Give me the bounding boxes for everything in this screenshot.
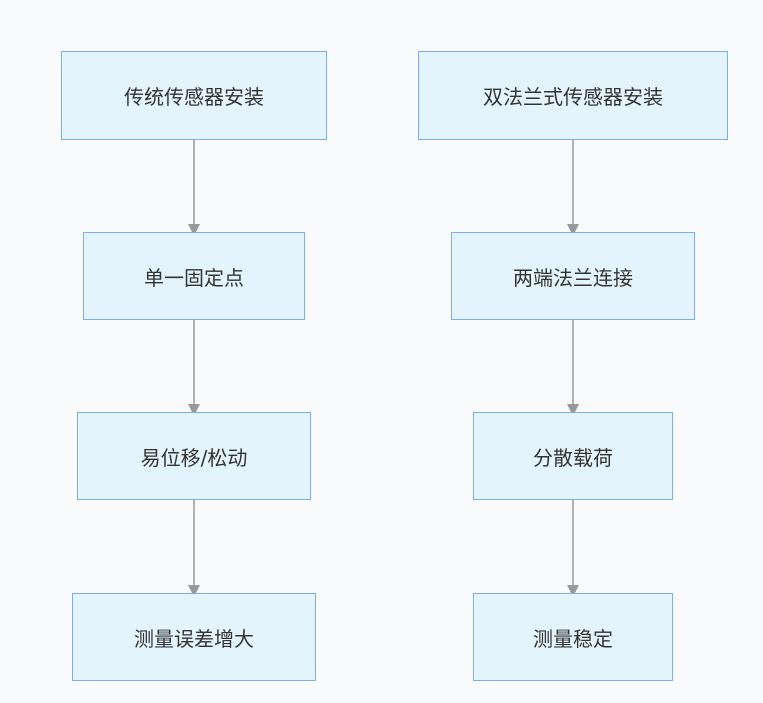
node-increased-measurement-error: 测量误差增大 — [72, 593, 316, 681]
node-flange-connection-both-ends: 两端法兰连接 — [451, 232, 695, 320]
node-distributed-load: 分散载荷 — [473, 412, 673, 500]
node-stable-measurement: 测量稳定 — [473, 593, 673, 681]
node-traditional-installation: 传统传感器安装 — [61, 51, 327, 140]
node-single-fixed-point: 单一固定点 — [83, 232, 305, 320]
node-double-flange-installation: 双法兰式传感器安装 — [418, 51, 728, 140]
node-prone-to-displacement: 易位移/松动 — [77, 412, 311, 500]
